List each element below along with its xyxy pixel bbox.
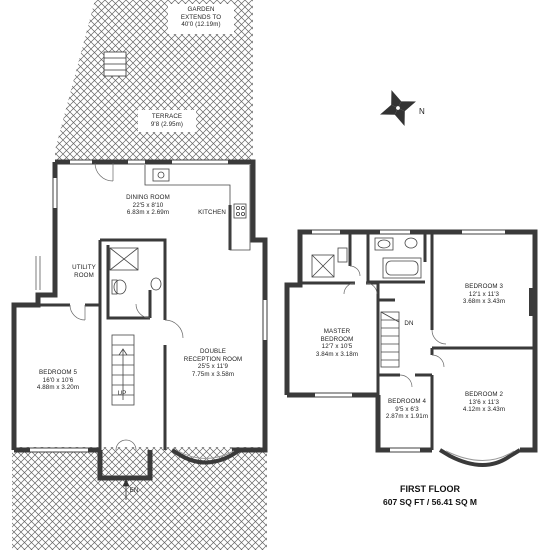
bedroom4-name: BEDROOM 4 <box>387 398 427 405</box>
garden-line2: EXTENDS TO <box>180 13 222 21</box>
cloakroom-fixtures <box>109 247 162 295</box>
utility-line2: ROOM <box>74 271 94 279</box>
entrance-label: EN <box>124 487 144 495</box>
master-line1: MASTER <box>323 328 351 335</box>
entrance-text: EN <box>129 487 139 494</box>
stairs-up-text: UP <box>117 390 127 397</box>
garden-line1: GARDEN <box>187 6 215 13</box>
bedroom5-label: BEDROOM 5 16'0 x 10'6 4.88m x 3.20m <box>20 369 96 392</box>
reception-line1: DOUBLE <box>199 348 227 355</box>
window-frames <box>30 159 228 453</box>
compass-north-text: N <box>419 107 425 116</box>
first-floor-bay-windows <box>378 448 522 467</box>
bedroom4-label: BEDROOM 4 9'5 x 6'3 2.87m x 1.91m <box>380 398 434 421</box>
compass-icon <box>380 90 416 126</box>
front-garden-area <box>12 447 267 550</box>
garden-area <box>55 0 253 160</box>
kitchen-counter <box>144 165 251 251</box>
floor-area: 607 SQ FT / 56.41 SQ M <box>382 497 477 507</box>
dining-room-name: DINING ROOM <box>126 194 170 201</box>
bedroom2-imperial: 13'6 x 11'3 <box>468 398 500 406</box>
bedroom2-name: BEDROOM 2 <box>464 391 504 398</box>
bedroom5-imperial: 16'0 x 10'6 <box>42 376 74 384</box>
dining-room-metric: 6.83m x 2.69m <box>126 209 170 217</box>
ground-floor-windows <box>30 160 267 452</box>
master-imperial: 12'7 x 10'5 <box>321 343 353 351</box>
ground-floor-internal-walls <box>14 205 232 450</box>
garden-label-bg <box>168 4 234 34</box>
terrace-label: TERRACE 9'8 (2.95m) <box>138 113 196 128</box>
entrance-arrow-icon <box>122 479 130 500</box>
garden-label: GARDEN EXTENDS TO 40'0 (12.19m) <box>168 6 234 29</box>
terrace-size: 9'8 (2.95m) <box>150 120 184 128</box>
first-floor-door-swings <box>343 265 447 388</box>
ground-door-swings <box>69 162 184 451</box>
utility-room-label: UTILITY ROOM <box>62 264 106 279</box>
garden-steps <box>103 51 127 77</box>
master-metric: 3.84m x 3.18m <box>315 350 359 358</box>
reception-bay-window <box>170 448 242 465</box>
kitchen-name: KITCHEN <box>198 209 226 216</box>
utility-line1: UTILITY <box>72 264 96 271</box>
bedroom2-label: BEDROOM 2 13'6 x 11'3 4.12m x 3.43m <box>446 391 522 414</box>
first-floor-window-frames <box>312 229 505 453</box>
chimney-breast <box>529 288 535 316</box>
first-floor-internal-walls <box>300 232 535 450</box>
ground-stairs <box>111 334 135 406</box>
kitchen-label: KITCHEN <box>192 209 232 217</box>
reception-room-label: DOUBLE RECEPTION ROOM 25'5 x 11'9 7.75m … <box>168 348 258 378</box>
dining-room-imperial: 22'5 x 8'10 <box>132 201 164 209</box>
bedroom3-name: BEDROOM 3 <box>464 283 504 290</box>
first-floor-windows <box>312 230 505 452</box>
reception-metric: 7.75m x 3.58m <box>191 370 235 378</box>
bathroom-fixtures <box>311 237 422 279</box>
bedroom3-metric: 3.68m x 3.43m <box>462 298 506 306</box>
terrace-label-bg <box>138 110 196 132</box>
bedroom4-imperial: 9'5 x 6'3 <box>395 405 419 413</box>
stairs-down-text: DN <box>404 320 414 327</box>
bedroom5-metric: 4.88m x 3.20m <box>36 384 80 392</box>
floor-title: FIRST FLOOR <box>400 484 460 494</box>
bedroom2-metric: 4.12m x 3.43m <box>462 406 506 414</box>
terrace-name: TERRACE <box>151 113 183 120</box>
master-bedroom-label: MASTER BEDROOM 12'7 x 10'5 3.84m x 3.18m <box>303 328 371 358</box>
reception-imperial: 25'5 x 11'9 <box>197 363 229 371</box>
master-line2: BEDROOM <box>320 335 354 343</box>
stairs-up-label: UP <box>112 390 132 398</box>
bedroom3-label: BEDROOM 3 12'1 x 11'3 3.68m x 3.43m <box>446 283 522 306</box>
bedroom5-name: BEDROOM 5 <box>38 369 78 376</box>
stairs-down-label: DN <box>399 320 419 328</box>
bedroom4-metric: 2.87m x 1.91m <box>385 413 429 421</box>
compass-north-label: N <box>416 108 428 116</box>
first-floor-stairs <box>380 311 400 368</box>
dining-room-label: DINING ROOM 22'5 x 8'10 6.83m x 2.69m <box>108 194 188 217</box>
garden-line3: 40'0 (12.19m) <box>181 21 221 29</box>
bedroom3-imperial: 12'1 x 11'3 <box>468 290 500 298</box>
reception-line2: RECEPTION ROOM <box>183 355 243 363</box>
